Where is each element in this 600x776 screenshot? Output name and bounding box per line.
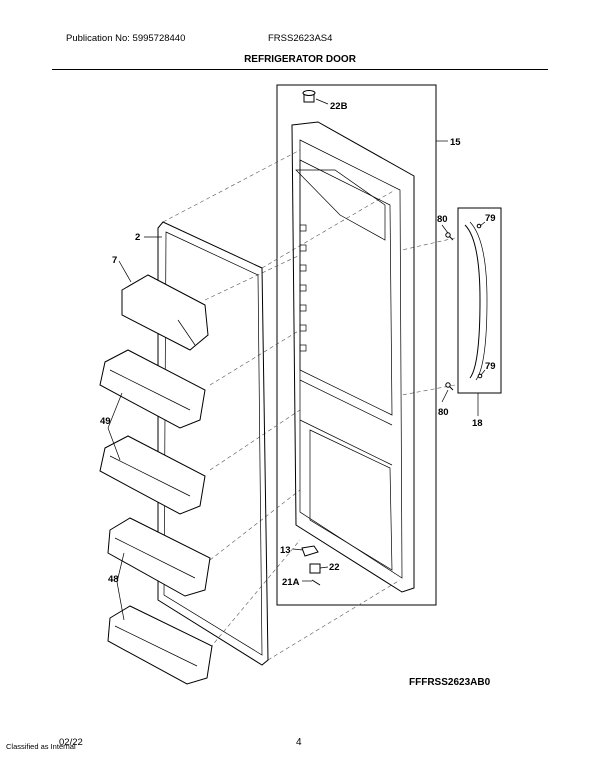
door-bin-48-lower <box>107 605 213 685</box>
projection-lines <box>162 149 456 661</box>
callout-79-upper: 79 <box>485 213 496 224</box>
callout-15: 15 <box>450 137 461 148</box>
door-handle <box>464 221 488 381</box>
publication-number: Publication No: 5995728440 <box>66 33 186 44</box>
section-title: REFRIGERATOR DOOR <box>244 54 356 65</box>
door-bin-49-lower <box>99 435 206 515</box>
leader-lines <box>107 98 486 621</box>
callout-21a: 21A <box>282 577 300 588</box>
callout-22: 22 <box>329 562 340 573</box>
classification-label: Classified as Internal <box>6 742 76 751</box>
callout-79-lower: 79 <box>485 361 496 372</box>
callout-22b: 22B <box>330 101 348 112</box>
part-21a-screw <box>311 579 321 586</box>
callout-80-lower: 80 <box>438 407 449 418</box>
door-bin-48-upper <box>107 517 211 597</box>
callout-18: 18 <box>472 418 483 429</box>
callout-7: 7 <box>112 255 117 266</box>
callout-48: 48 <box>108 574 119 585</box>
door-liner <box>291 121 415 593</box>
liner-shelf-notches <box>299 224 307 352</box>
door-bin-49-upper <box>99 349 206 429</box>
part-22b-cap <box>302 90 316 103</box>
callout-49: 49 <box>100 416 111 427</box>
callout-80-upper: 80 <box>437 214 448 225</box>
plug-79-lower <box>477 373 483 379</box>
drawing-id: FFFRSS2623AB0 <box>409 677 491 688</box>
model-number: FRSS2623AS4 <box>268 33 333 44</box>
plug-79-upper <box>476 223 482 229</box>
part-22-closer <box>309 563 321 574</box>
header-rule <box>52 69 548 70</box>
screw-80-lower <box>445 382 454 391</box>
callout-13: 13 <box>280 545 291 556</box>
revision-date: 02/22 <box>59 737 83 748</box>
callout-2: 2 <box>135 232 140 243</box>
screw-80-upper <box>445 232 454 241</box>
door-assembly-box <box>276 84 437 606</box>
page-number: 4 <box>296 737 302 748</box>
handle-box <box>457 207 502 394</box>
part-13-hinge-bushing <box>301 545 319 557</box>
dairy-door-bin <box>121 274 209 351</box>
